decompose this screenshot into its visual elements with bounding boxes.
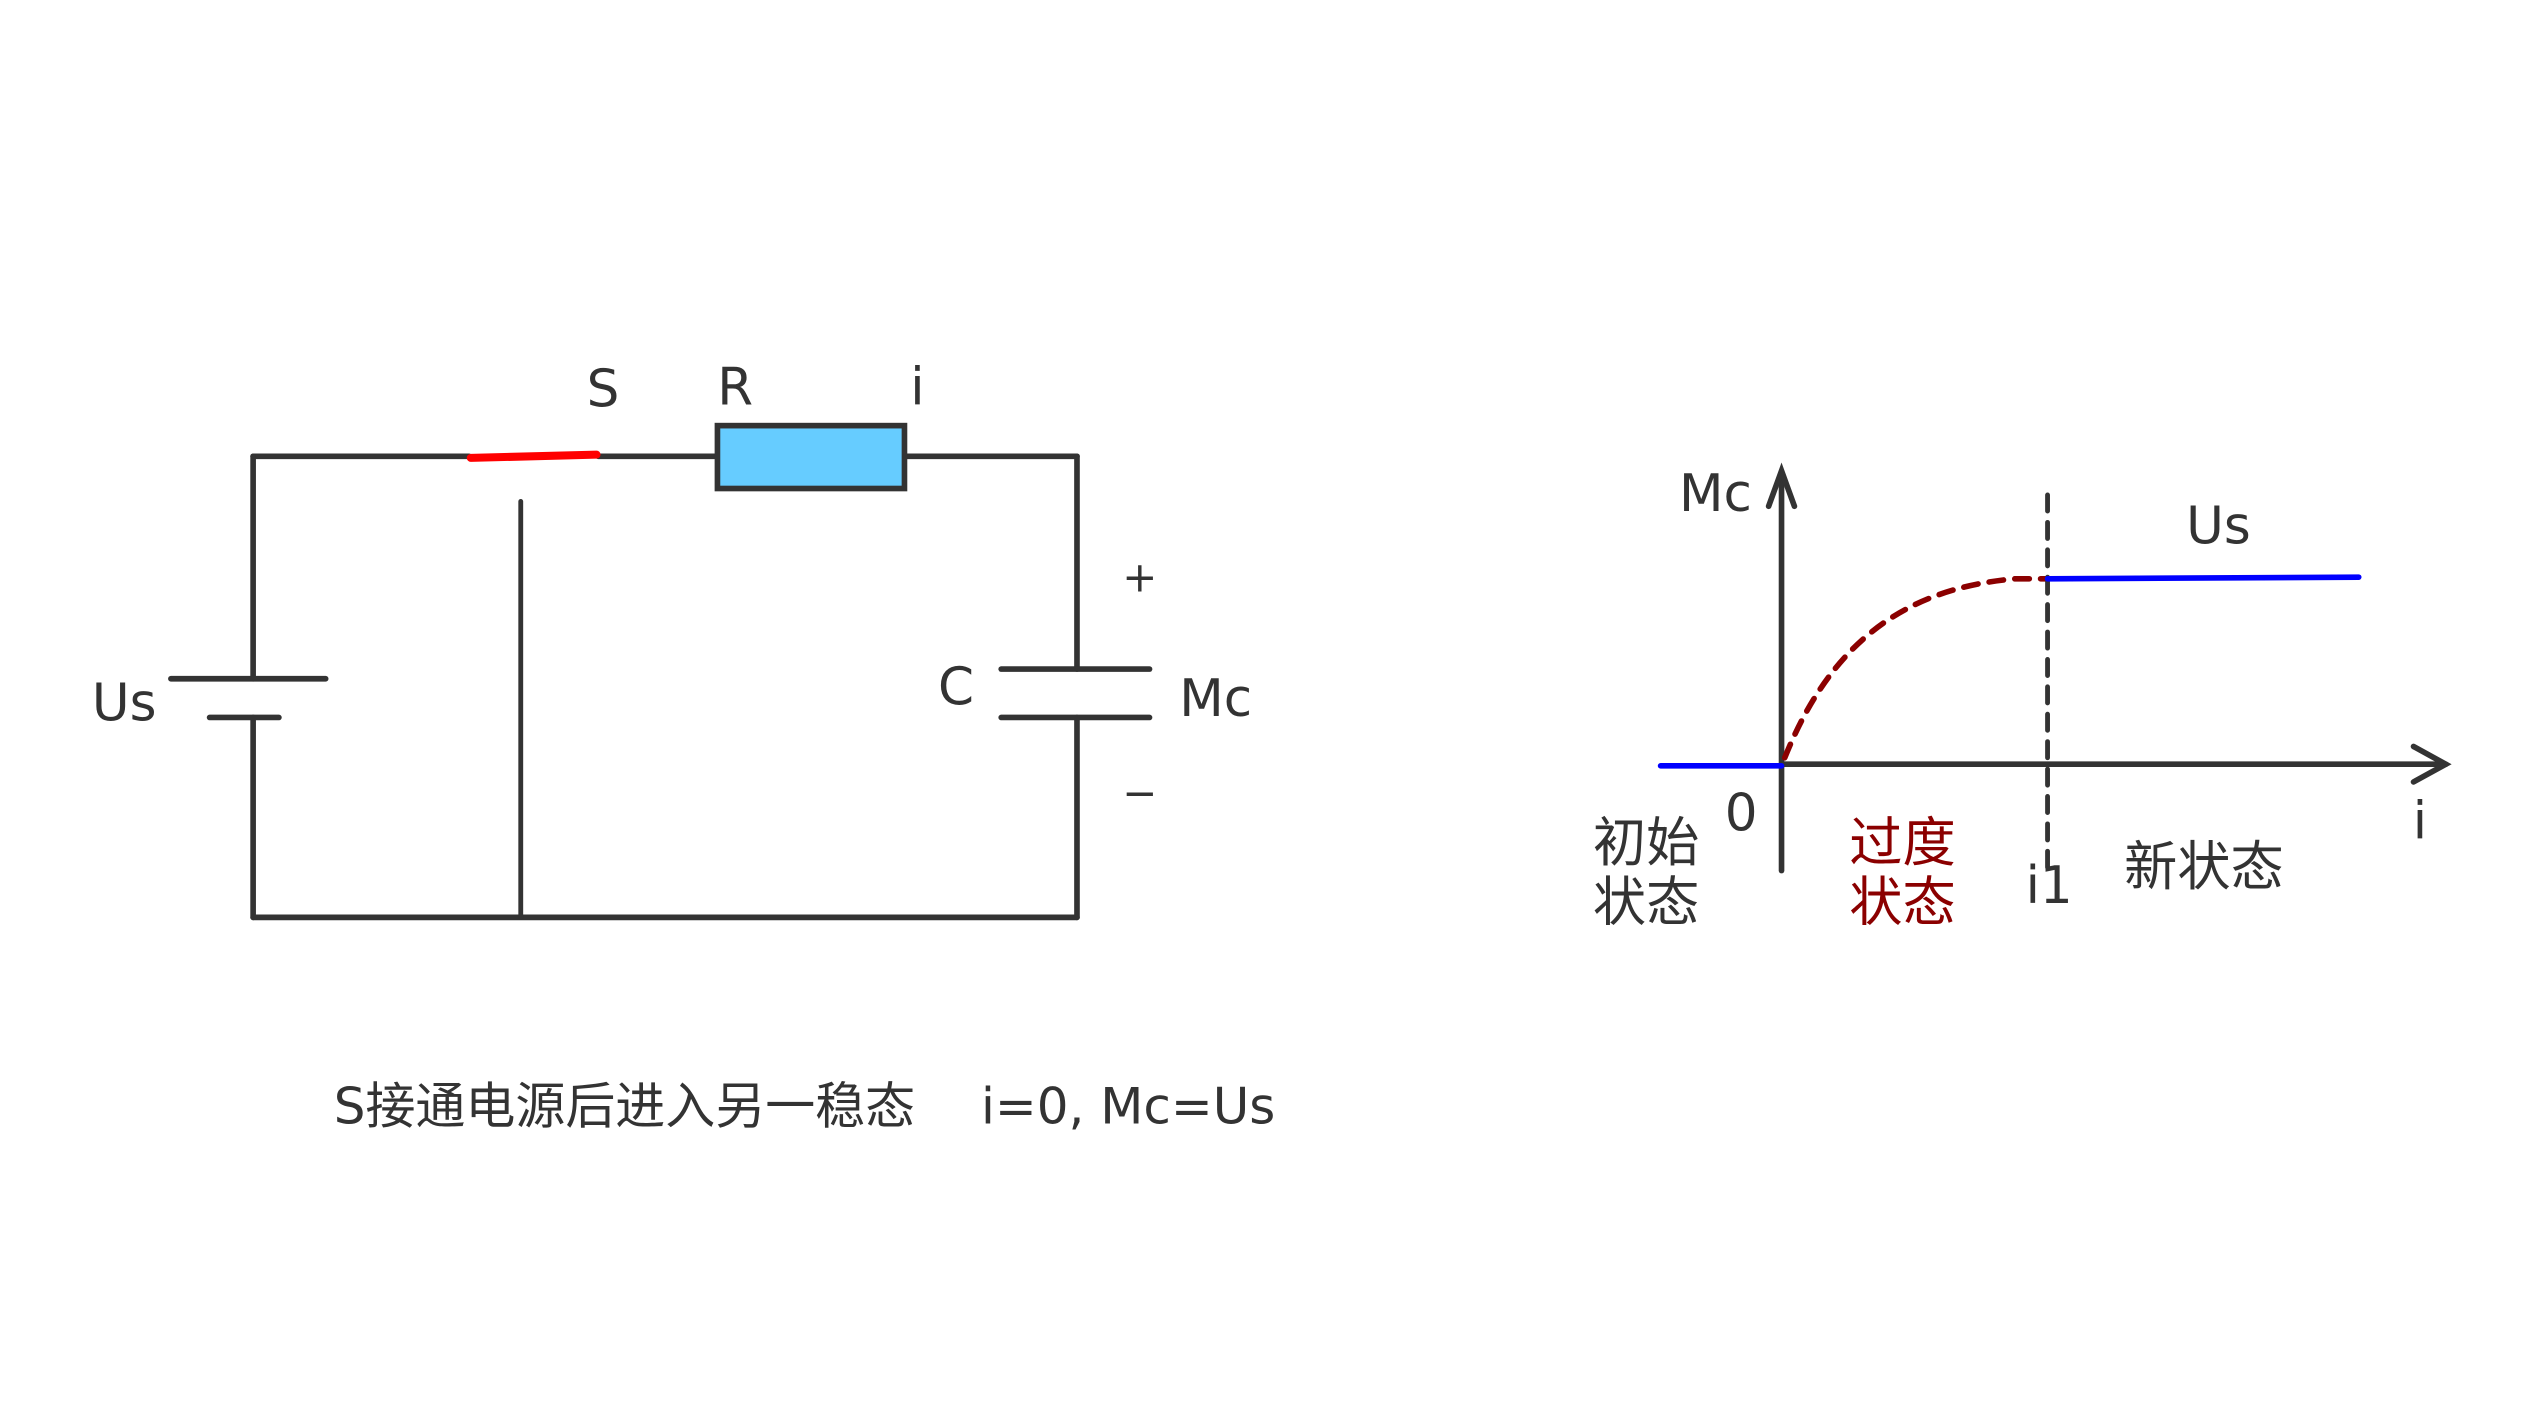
minus-sign: − xyxy=(1122,769,1157,818)
steady-state-line xyxy=(2044,574,2362,582)
caption: S接通电源后进入另一稳态 i=0, Mc=Us xyxy=(334,1078,1276,1136)
transient-state-label-line2: 状态 xyxy=(1849,872,1955,934)
x-axis-arrow-icon xyxy=(2410,743,2452,785)
current-label: i xyxy=(910,358,924,418)
response-graph xyxy=(1657,462,2452,874)
y-axis-label: Mc xyxy=(1679,464,1752,524)
initial-state-label-line1: 初始 xyxy=(1593,812,1699,874)
resistor-label: R xyxy=(717,358,753,418)
y-axis-arrow-icon xyxy=(1765,462,1798,510)
i1-label: i1 xyxy=(2026,856,2073,916)
capacitor-voltage-label: Mc xyxy=(1179,669,1252,729)
switch-label: S xyxy=(587,359,620,419)
transient-state-label-line1: 过度 xyxy=(1849,812,1955,874)
capacitor-label: C xyxy=(938,658,974,718)
switch xyxy=(466,450,601,462)
transient-curve xyxy=(1781,575,2051,761)
circuit-diagram xyxy=(168,422,1153,921)
origin-label: 0 xyxy=(1725,783,1758,843)
steady-value-label: Us xyxy=(2186,496,2251,556)
resistor xyxy=(714,422,908,492)
x-axis-label: i xyxy=(2413,791,2427,851)
source-label: Us xyxy=(92,674,157,734)
plus-sign: + xyxy=(1122,553,1157,602)
new-state-label: 新状态 xyxy=(2124,836,2284,898)
initial-state-label-line2: 状态 xyxy=(1593,872,1699,934)
